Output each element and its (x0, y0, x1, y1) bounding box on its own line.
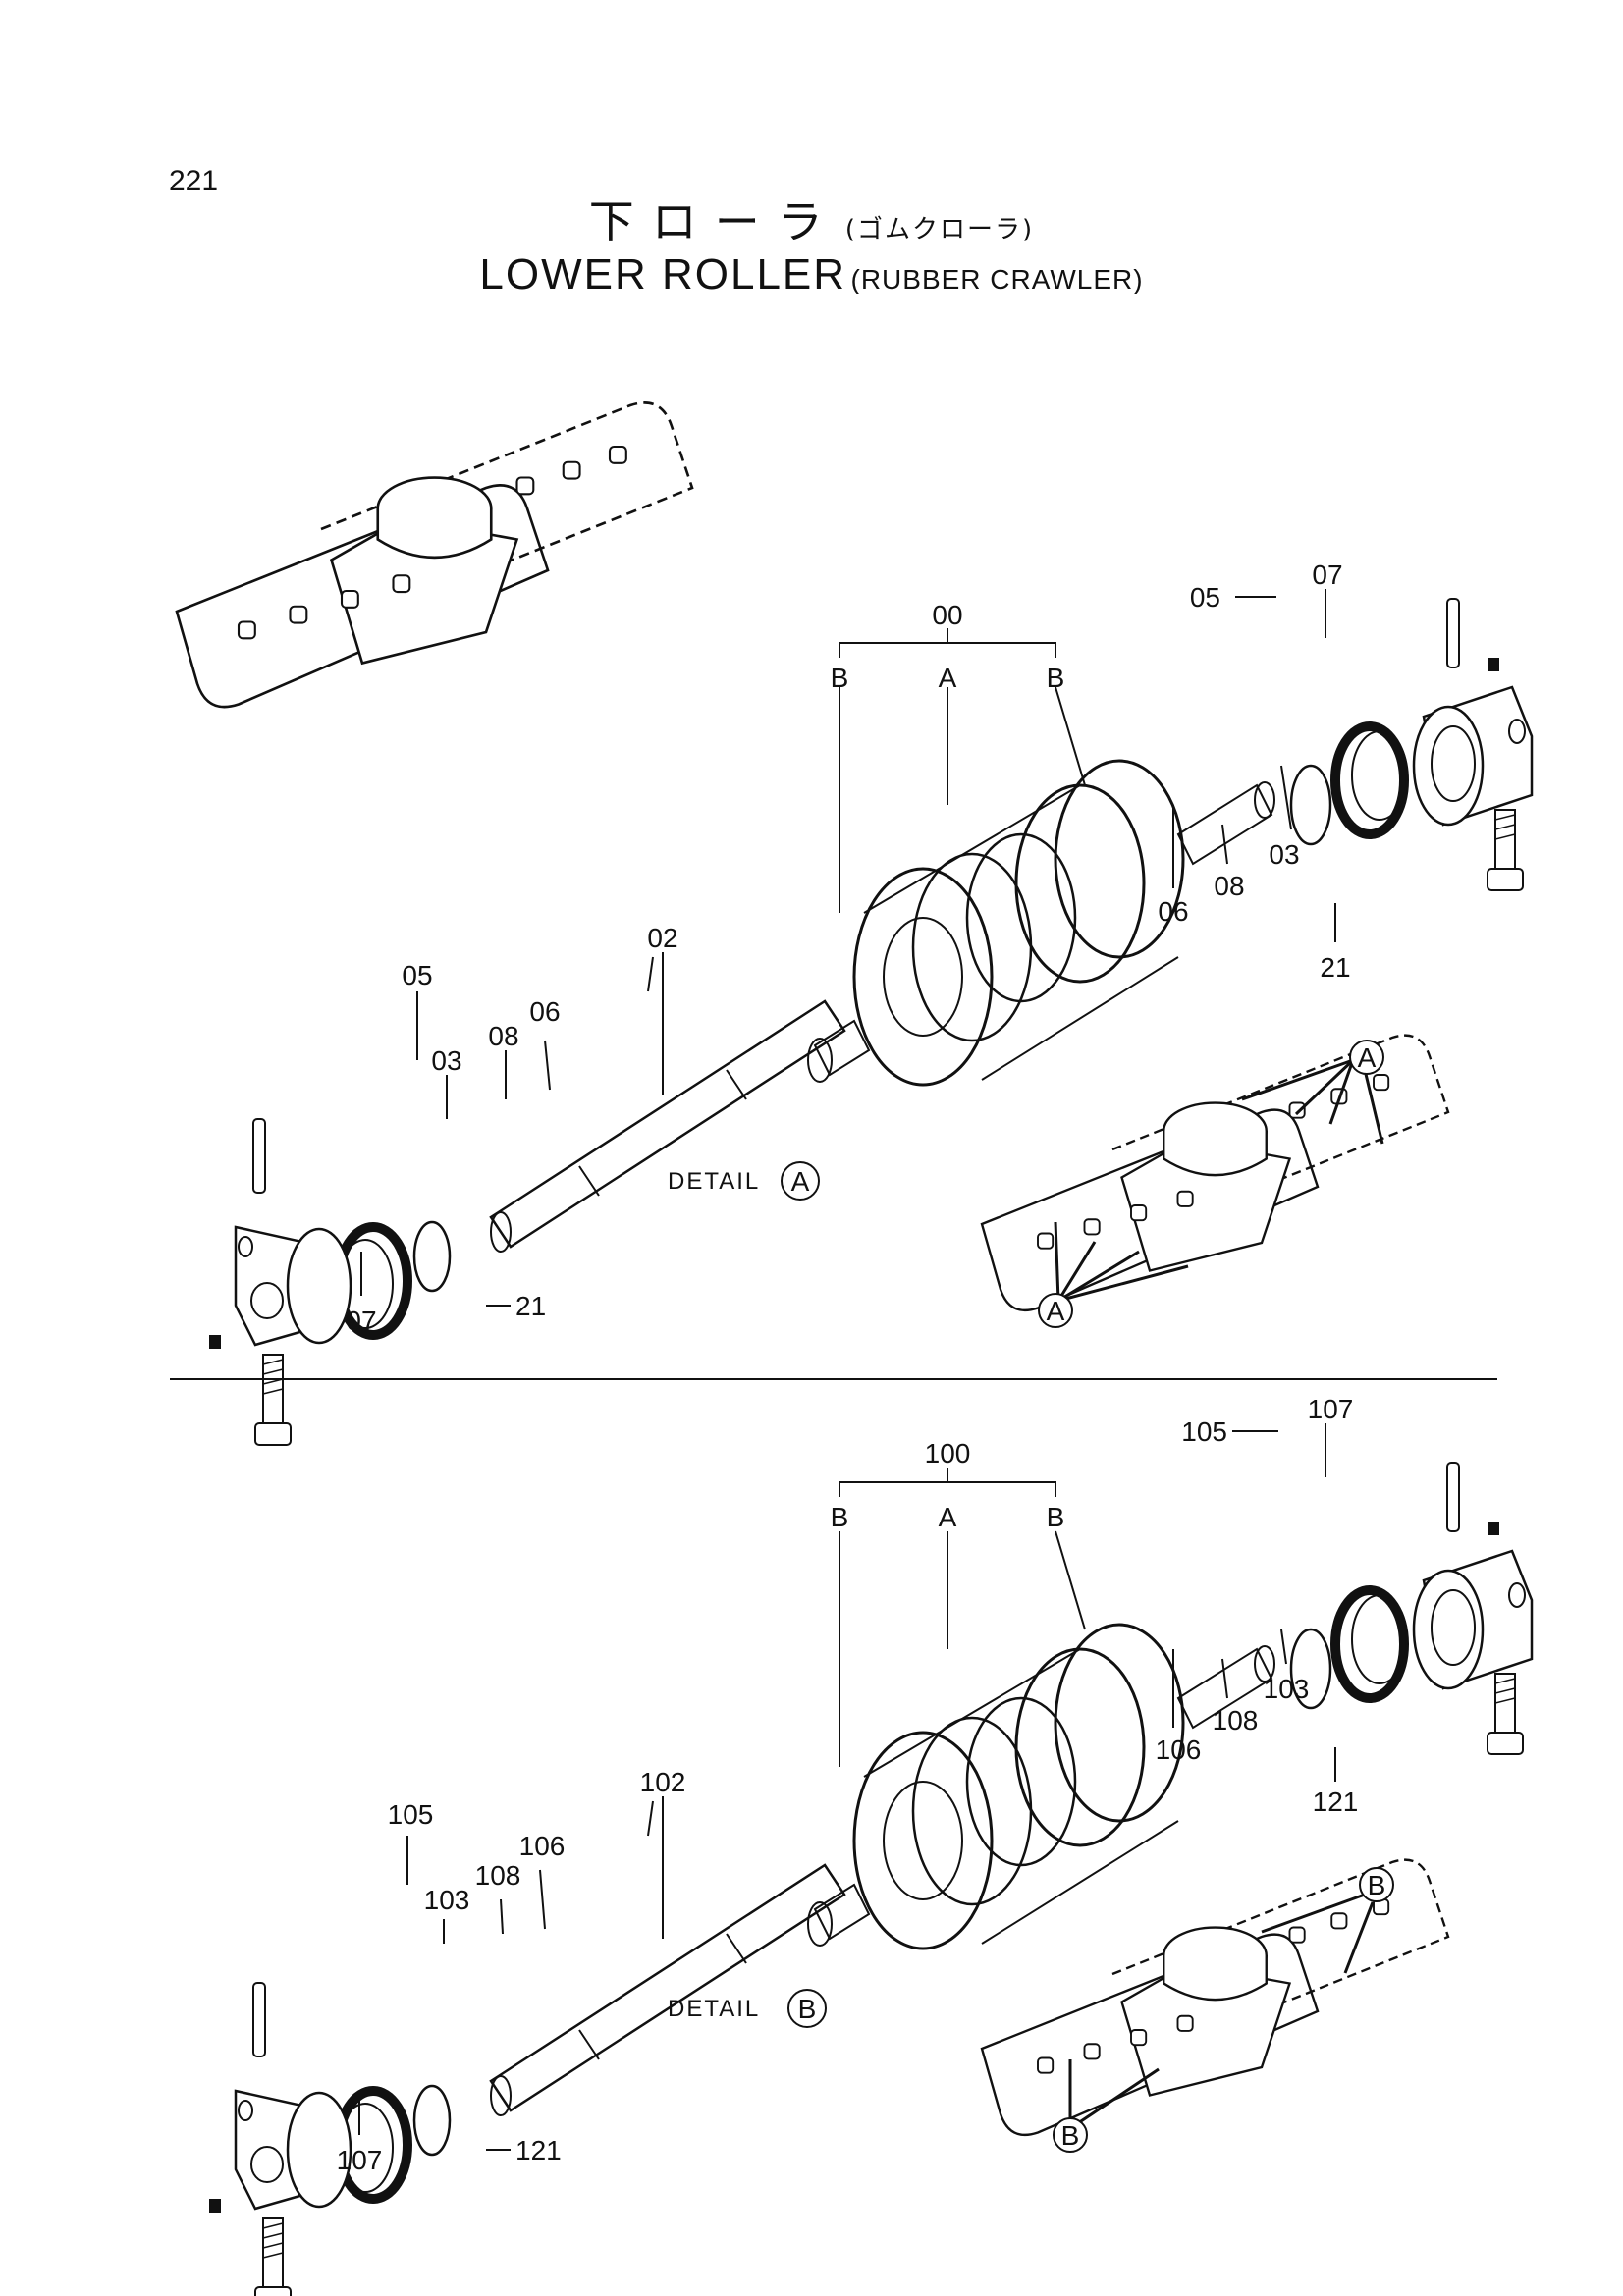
label-a-plug-l: 07 (346, 1306, 376, 1336)
detail-a-callout-bottom (1038, 1293, 1073, 1328)
label-b-b-left: B (831, 1502, 849, 1532)
label-b-a: A (939, 1502, 957, 1532)
title-en-main: LOWER ROLLER (479, 250, 847, 298)
detail-b-callout-bottom (1053, 2117, 1088, 2153)
bracket-100 (839, 1468, 1086, 1767)
label-b-plug-r: 107 (1308, 1394, 1354, 1424)
title-english: LOWER ROLLER (RUBBER CRAWLER) (0, 250, 1623, 299)
label-a-plug-r: 07 (1312, 560, 1342, 590)
label-a-bolt-l: 21 (515, 1291, 546, 1321)
undercarriage-overview-illustration (175, 401, 694, 709)
detail-a-frame-illustration (980, 1034, 1450, 1312)
label-a-collar-r: 03 (1269, 839, 1299, 870)
detail-a-circle (781, 1161, 820, 1201)
detail-a-pointers (1054, 1058, 1384, 1303)
detail-a-callout-top (1349, 1040, 1384, 1075)
label-a-b-right: B (1047, 663, 1065, 693)
title-japanese: 下ローラ (ゴムクローラ) (0, 187, 1623, 251)
label-a-a: A (939, 663, 957, 693)
detail-b-callout-top-mark: B (1368, 1870, 1386, 1900)
label-assembly-a: 00 (932, 600, 962, 630)
detail-b-mark: B (798, 1994, 817, 2024)
bracket-00 (839, 628, 1086, 913)
detail-a-mark: A (791, 1166, 810, 1197)
label-b-bolt-l: 121 (515, 2135, 562, 2165)
label-a-seal-r: 08 (1214, 871, 1244, 901)
label-b-ring-l: 106 (519, 1831, 566, 1861)
leaders-a (360, 589, 1336, 1307)
detail-b-circle (787, 1989, 827, 2028)
label-assembly-b: 100 (925, 1438, 971, 1468)
label-b-shaft: 102 (640, 1767, 686, 1797)
label-a-ring-r: 06 (1158, 896, 1188, 927)
label-a-ring-l: 06 (529, 996, 560, 1027)
detail-b-pointers (1068, 1893, 1375, 2127)
label-b-collar-l: 103 (424, 1885, 470, 1915)
detail-a-callout-top-mark: A (1358, 1042, 1377, 1073)
label-b-seal-l: 108 (475, 1860, 521, 1891)
label-a-pin-r: 05 (1190, 582, 1220, 613)
detail-a-label: DETAIL (668, 1168, 760, 1195)
label-b-pin-r: 105 (1181, 1416, 1227, 1447)
label-a-collar-l: 03 (431, 1045, 461, 1076)
detail-a-callout-bottom-mark: A (1047, 1296, 1065, 1326)
label-b-pin-l: 105 (388, 1799, 434, 1830)
title-jp-main: 下ローラ (588, 195, 840, 248)
leaders-b (358, 1423, 1336, 2151)
title-en-sub: (RUBBER CRAWLER) (850, 264, 1144, 294)
page-number: 221 (169, 165, 219, 197)
detail-b-label: DETAIL (668, 1996, 760, 2022)
label-a-bolt-r: 21 (1320, 952, 1350, 983)
label-a-shaft: 02 (647, 923, 677, 953)
label-a-seal-l: 08 (488, 1021, 518, 1051)
label-b-collar-r: 103 (1264, 1674, 1310, 1704)
label-b-seal-r: 108 (1213, 1705, 1259, 1735)
title-jp-sub: (ゴムクローラ) (844, 215, 1035, 244)
detail-b-callout-top (1359, 1867, 1394, 1902)
label-b-ring-r: 106 (1156, 1735, 1202, 1765)
label-a-pin-l: 05 (402, 960, 432, 990)
detail-b-callout-bottom-mark: B (1061, 2120, 1080, 2151)
label-b-plug-l: 107 (337, 2145, 383, 2175)
label-a-b-left: B (831, 663, 849, 693)
label-b-bolt-r: 121 (1313, 1787, 1359, 1817)
roller-assembly-a (209, 599, 1532, 1445)
label-b-b-right: B (1047, 1502, 1065, 1532)
